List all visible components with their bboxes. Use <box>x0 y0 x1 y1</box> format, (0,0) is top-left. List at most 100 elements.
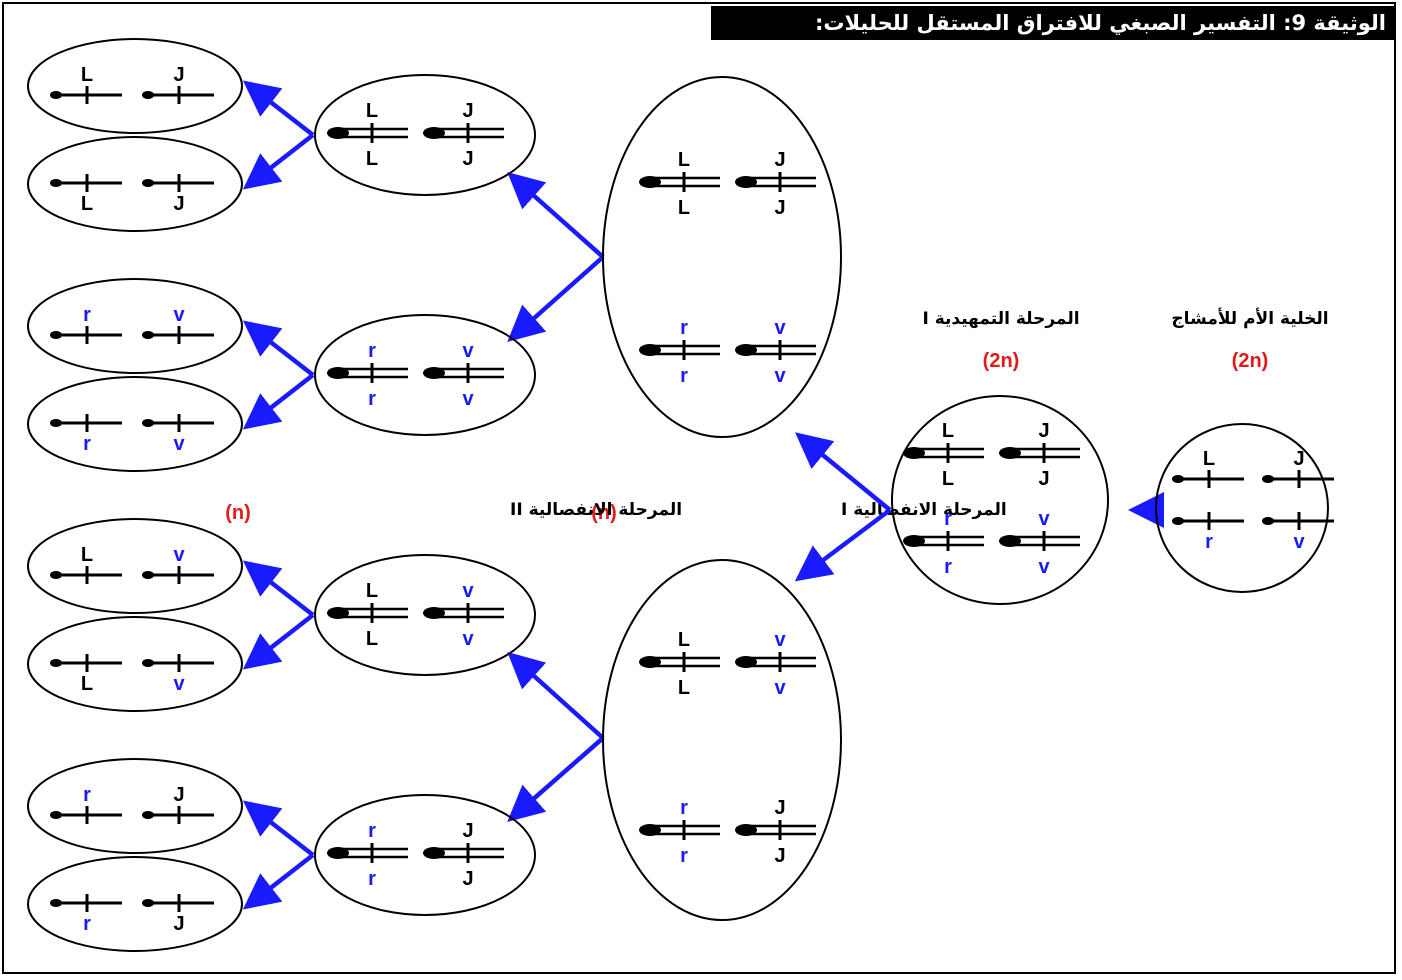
allele-L-label: L <box>366 628 378 650</box>
allele-L-label: L <box>81 673 93 695</box>
allele-v-label: v <box>774 629 786 651</box>
prophase1-ploidy: (2n) <box>983 350 1020 372</box>
allele-r-label: r <box>368 340 376 362</box>
allele-J-label: J <box>173 784 184 806</box>
allele-v-label: v <box>774 317 786 339</box>
arrow-d-to-gamete-8 <box>242 853 315 910</box>
allele-v-label: v <box>462 340 474 362</box>
gamete-6 <box>27 616 243 712</box>
meiosis2-cell-d <box>314 794 536 916</box>
allele-J-label: J <box>1293 448 1304 470</box>
arrow-a-to-gamete-1 <box>242 80 315 137</box>
arrows <box>242 80 1164 910</box>
allele-L-label: L <box>366 100 378 122</box>
arrow-a-to-gamete-2 <box>242 133 315 190</box>
allele-v-label: v <box>462 628 474 650</box>
allele-v-label: v <box>173 673 185 695</box>
allele-r-label: r <box>680 317 688 339</box>
anaphase2-ploidy: (n) <box>225 502 251 524</box>
meiosis2-cell-a <box>314 74 536 196</box>
allele-J-label: J <box>1038 420 1049 442</box>
arrow-d-to-gamete-7 <box>242 800 315 857</box>
meiosis2-cell-c <box>314 554 536 676</box>
allele-r-label: r <box>680 365 688 387</box>
mother-cell-label: الخلية الأم للأمشاج <box>1171 308 1328 329</box>
document-title: الوثيقة 9: التفسير الصبغي للافتراق المست… <box>711 6 1394 40</box>
allele-r-label: r <box>680 797 688 819</box>
allele-J-label: J <box>774 845 785 867</box>
gamete-7 <box>27 758 243 854</box>
gamete-8 <box>27 856 243 952</box>
allele-L-label: L <box>678 677 690 699</box>
allele-J-label: J <box>462 100 473 122</box>
arrow-c-to-gamete-5 <box>242 560 315 617</box>
allele-L-label: L <box>678 629 690 651</box>
gamete-3 <box>27 278 243 374</box>
allele-L-label: L <box>366 580 378 602</box>
allele-r-label: r <box>83 913 91 935</box>
cells <box>27 38 1329 952</box>
allele-J-label: J <box>774 197 785 219</box>
allele-v-label: v <box>173 304 185 326</box>
allele-J-label: J <box>462 820 473 842</box>
anaphase2-label: المرحلة الانفصالية II <box>510 500 682 520</box>
allele-r-label: r <box>83 784 91 806</box>
prophase1-cell <box>891 395 1109 605</box>
arrow-prophase-to-lower <box>794 508 892 582</box>
allele-v-label: v <box>1038 508 1050 530</box>
arrow-upper-to-cell-b <box>507 255 605 342</box>
arrow-lower-to-cell-d <box>507 736 605 822</box>
anaphase1-cell-upper <box>602 76 842 438</box>
allele-L-label: L <box>81 544 93 566</box>
allele-r-label: r <box>368 868 376 890</box>
mother-cell <box>1155 423 1329 593</box>
gamete-1 <box>27 38 243 134</box>
allele-v-label: v <box>774 677 786 699</box>
allele-L-label: L <box>366 148 378 170</box>
allele-J-label: J <box>173 193 184 215</box>
allele-v-label: v <box>1293 531 1305 553</box>
allele-v-label: v <box>173 433 185 455</box>
allele-r-label: r <box>368 388 376 410</box>
arrow-b-to-gamete-3 <box>242 320 315 377</box>
meiosis2-cell-b <box>314 314 536 436</box>
anaphase1-cell-lower <box>602 559 842 921</box>
allele-J-label: J <box>462 868 473 890</box>
allele-J-label: J <box>173 913 184 935</box>
allele-r-label: r <box>944 556 952 578</box>
arrow-prophase-to-upper <box>795 432 892 512</box>
allele-r-label: r <box>83 304 91 326</box>
allele-J-label: J <box>462 148 473 170</box>
allele-J-label: J <box>774 797 785 819</box>
allele-L-label: L <box>81 64 93 86</box>
allele-v-label: v <box>173 544 185 566</box>
allele-r-label: r <box>944 508 952 530</box>
allele-J-label: J <box>173 64 184 86</box>
arrow-upper-to-cell-a <box>507 172 605 259</box>
arrow-b-to-gamete-4 <box>242 373 315 430</box>
arrow-c-to-gamete-6 <box>242 613 315 670</box>
prophase1-label: المرحلة التمهيدية I <box>922 309 1079 329</box>
allele-L-label: L <box>81 193 93 215</box>
allele-v-label: v <box>462 388 474 410</box>
mother-cell-ploidy: (2n) <box>1232 350 1269 372</box>
anaphase1-label: المرحلة الانفصالية I <box>841 500 1007 520</box>
anaphase1-ploidy: (n) <box>591 502 617 524</box>
allele-L-label: L <box>1203 448 1215 470</box>
allele-r-label: r <box>368 820 376 842</box>
allele-r-label: r <box>83 433 91 455</box>
allele-r-label: r <box>1205 531 1213 553</box>
allele-J-label: J <box>1038 468 1049 490</box>
allele-v-label: v <box>1038 556 1050 578</box>
allele-v-label: v <box>462 580 474 602</box>
allele-r-label: r <box>680 845 688 867</box>
allele-J-label: J <box>774 149 785 171</box>
gamete-4 <box>27 376 243 472</box>
allele-v-label: v <box>774 365 786 387</box>
gamete-5 <box>27 518 243 614</box>
allele-L-label: L <box>678 197 690 219</box>
gamete-2 <box>27 136 243 232</box>
